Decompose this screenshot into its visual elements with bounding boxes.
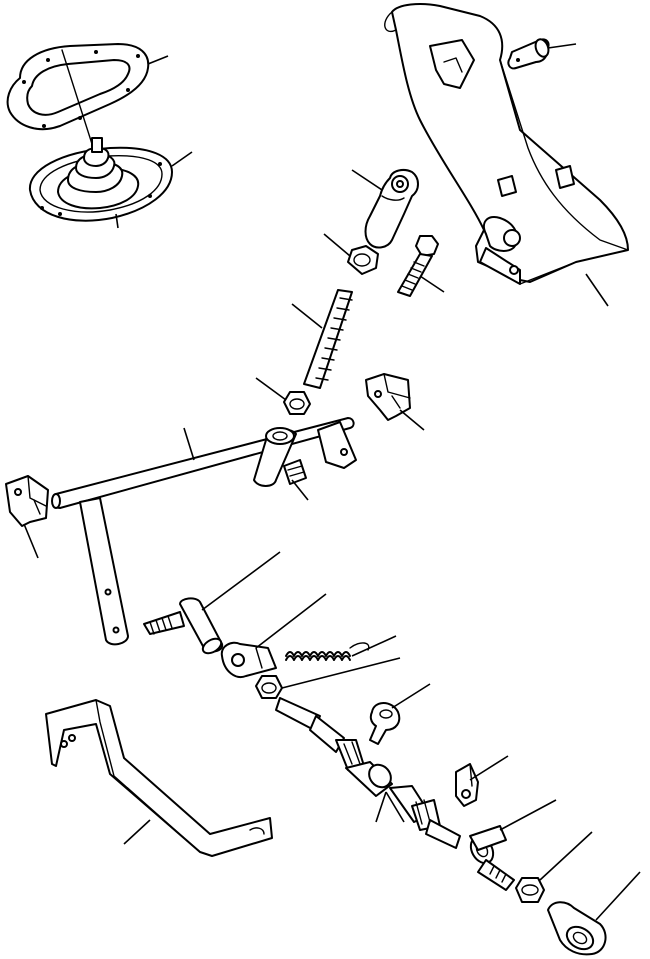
fork-head-icon <box>364 169 419 249</box>
set-screw-icon <box>283 459 307 485</box>
washer-icon <box>469 825 515 891</box>
boot-frame-icon <box>6 43 150 145</box>
cross-shaft-icon <box>51 417 357 646</box>
lever-stud-icon <box>143 597 224 655</box>
nut-end-icon <box>515 877 545 903</box>
rubber-boot-icon <box>28 137 173 222</box>
leader-lines <box>23 43 641 921</box>
cable-clamp-icon <box>455 763 479 807</box>
bracket-left-icon <box>5 475 49 527</box>
nut-lower-icon <box>255 675 283 699</box>
cable-assembly-icon <box>275 697 461 849</box>
nut-upper-icon <box>347 245 379 275</box>
pedal-icon <box>384 3 629 285</box>
rod-end-icon <box>547 901 607 956</box>
return-spring-icon <box>285 642 370 661</box>
nut-middle-icon <box>283 391 311 415</box>
support-bracket-icon <box>45 699 273 857</box>
cable-clip-icon <box>369 702 401 745</box>
pedal-pin-icon <box>507 38 550 70</box>
threaded-rod-icon <box>303 289 353 389</box>
bolt-icon <box>397 235 439 297</box>
clevis-icon <box>220 641 277 678</box>
bracket-right-icon <box>365 373 411 421</box>
